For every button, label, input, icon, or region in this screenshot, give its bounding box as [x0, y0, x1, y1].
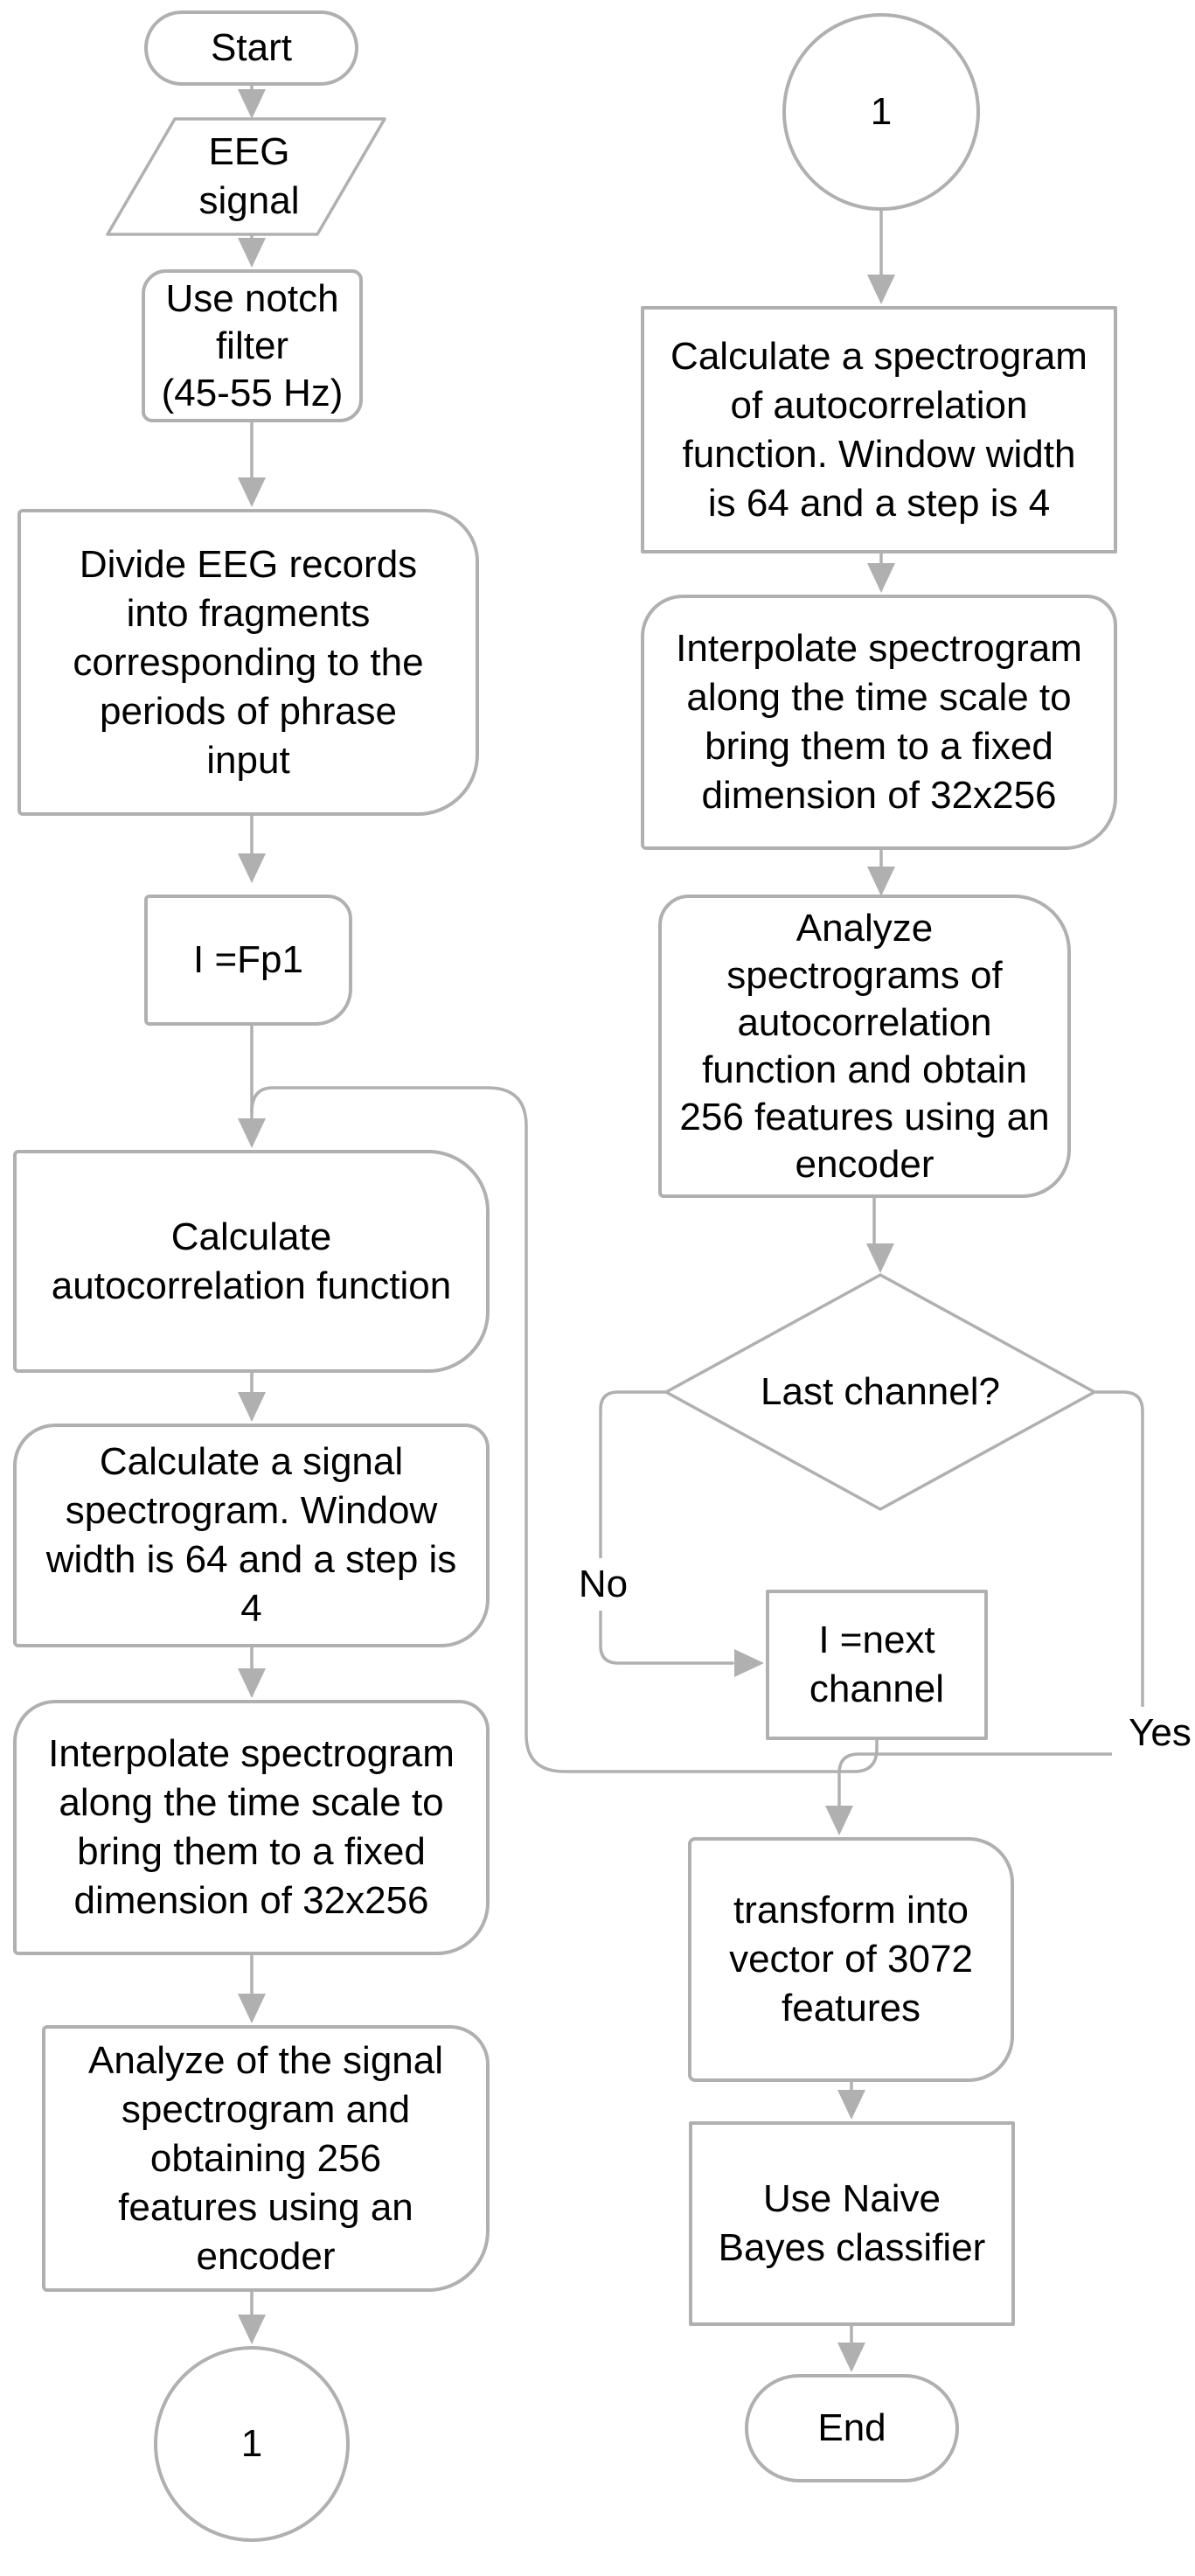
interpolate-spectrogram-right-process: Interpolate spectrogram along the time s… [641, 595, 1117, 850]
autocorrelation-process: Calculate autocorrelation function [13, 1150, 490, 1373]
start-terminator: Start [144, 10, 358, 86]
yes-edge-label: Yes [1112, 1707, 1195, 1759]
arrowhead [867, 275, 895, 304]
arrowhead [734, 1649, 764, 1677]
arrowhead [238, 477, 266, 507]
arrowhead [867, 563, 895, 593]
arrowhead [238, 1392, 266, 1422]
arrowhead [238, 89, 266, 119]
divide-records-process: Divide EEG records into fragments corres… [17, 509, 479, 816]
edge-loop-back [250, 1086, 879, 1773]
arrowhead [238, 1118, 266, 1148]
end-terminator: End [745, 2374, 959, 2482]
next-channel-process: I =next channel [766, 1590, 988, 1740]
last-channel-diamond [664, 1273, 1096, 1511]
arrowhead [238, 238, 266, 268]
edge-analyzeacf-decision [872, 1196, 882, 1249]
init-channel-process: I =Fp1 [144, 895, 352, 1026]
eeg-signal-shape [106, 117, 386, 236]
signal-spectrogram-process: Calculate a signal spectrogram. Window w… [13, 1424, 490, 1647]
arrowhead [238, 2315, 266, 2344]
eeg-signal-input-label: EEG signal [198, 130, 300, 222]
acf-spectrogram-process: Calculate a spectrogram of autocorrelati… [641, 306, 1117, 553]
arrowhead [238, 853, 266, 883]
analyze-signal-spectrogram-process: Analyze of the signal spectrogram and ob… [42, 2025, 490, 2292]
connector-1-left: 1 [154, 2346, 350, 2542]
transform-vector-process: transform into vector of 3072 features [688, 1837, 1014, 2082]
arrowhead [867, 867, 895, 896]
analyze-acf-spectrogram-process: Analyze spectrograms of autocorrelation … [658, 895, 1071, 1198]
arrowhead [837, 2090, 865, 2120]
edge-no-branch [599, 1390, 734, 1665]
no-edge-label: No [559, 1558, 647, 1611]
arrowhead [837, 2343, 865, 2372]
arrowhead [238, 1668, 266, 1698]
connector-1-right: 1 [782, 13, 980, 211]
arrowhead [238, 1994, 266, 2023]
notch-filter-process: Use notch filter (45-55 Hz) [142, 269, 363, 422]
naive-bayes-process: Use Naive Bayes classifier [689, 2121, 1015, 2326]
arrowhead [825, 1806, 853, 1835]
interpolate-spectrogram-left-process: Interpolate spectrogram along the time s… [13, 1700, 490, 1955]
last-channel-decision-label: Last channel? [761, 1370, 1000, 1413]
arrowhead [866, 1243, 894, 1273]
